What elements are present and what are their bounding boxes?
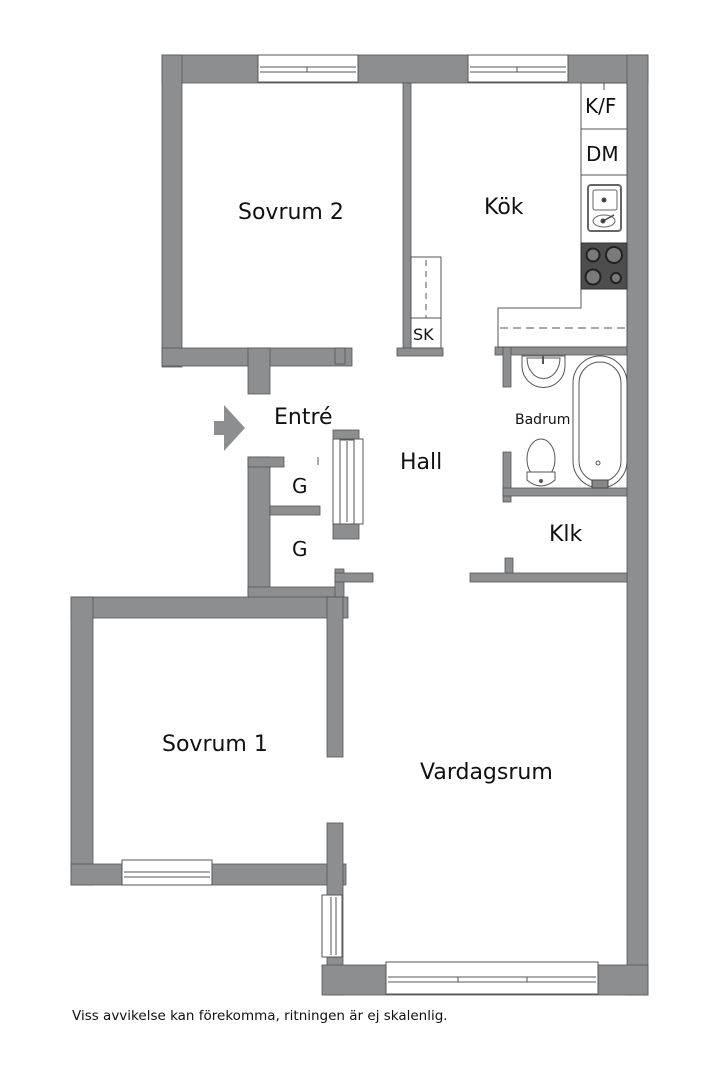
wall-sovrum2-kok [402,82,412,349]
wall-top [161,54,649,84]
wall-sovrum1-left [70,596,94,886]
wall-bath-klk [502,487,628,497]
sk-cabinet [410,256,442,349]
entrance-arrow-icon [214,405,245,451]
wall-entre-top-left [247,347,271,395]
washbasin-icon [521,355,566,388]
window-icon [321,894,343,958]
wall-klk-bottom [469,572,628,583]
wall-sovrum1-top [70,596,349,619]
wall-hall-stub [334,572,374,583]
wall-bath-left-top [502,346,512,388]
room-label-entre: Entré [274,405,333,430]
wall-sovrum2-bottom-stub [334,347,346,365]
room-label-hall: Hall [400,450,443,475]
wall-left-upper [161,54,183,368]
wardrobe-end-top [332,429,360,440]
room-label-vardagsrum: Vardagsrum [420,760,553,785]
wall-sovrum1-right-top [326,596,344,758]
window-icon [121,859,213,886]
wall-right [626,54,649,996]
room-label-kok: Kök [484,195,524,220]
stove-icon [580,242,628,290]
disclaimer-text: Viss avvikelse kan förekomma, ritningen … [72,1008,448,1024]
room-label-sk: SK [413,325,434,344]
room-label-sovrum2: Sovrum 2 [238,200,344,225]
sink-icon [587,184,622,232]
toilet-icon [526,438,556,487]
window-icon [467,54,569,83]
wall-sk-base [396,347,444,357]
wall-g1-top [247,456,285,468]
room-label-klk: Klk [549,522,583,547]
wardrobe-end-bottom [332,523,360,540]
wall-kitchen-bath [494,346,628,356]
wall-g-divider [269,505,321,516]
window-icon [385,961,599,995]
wall-entre-left-lower [247,456,271,600]
window-icon [257,54,359,83]
room-label-sovrum1: Sovrum 1 [162,732,268,757]
room-label-badrum: Badrum [515,412,571,428]
room-label-dm: DM [586,142,619,166]
wardrobe-icon [317,438,364,525]
bathtub-icon [572,355,628,489]
room-label-kf: K/F [585,94,617,118]
room-label-g1: G [292,474,308,498]
wall-bath-left-bottom [502,451,512,503]
room-label-g2: G [292,537,308,561]
